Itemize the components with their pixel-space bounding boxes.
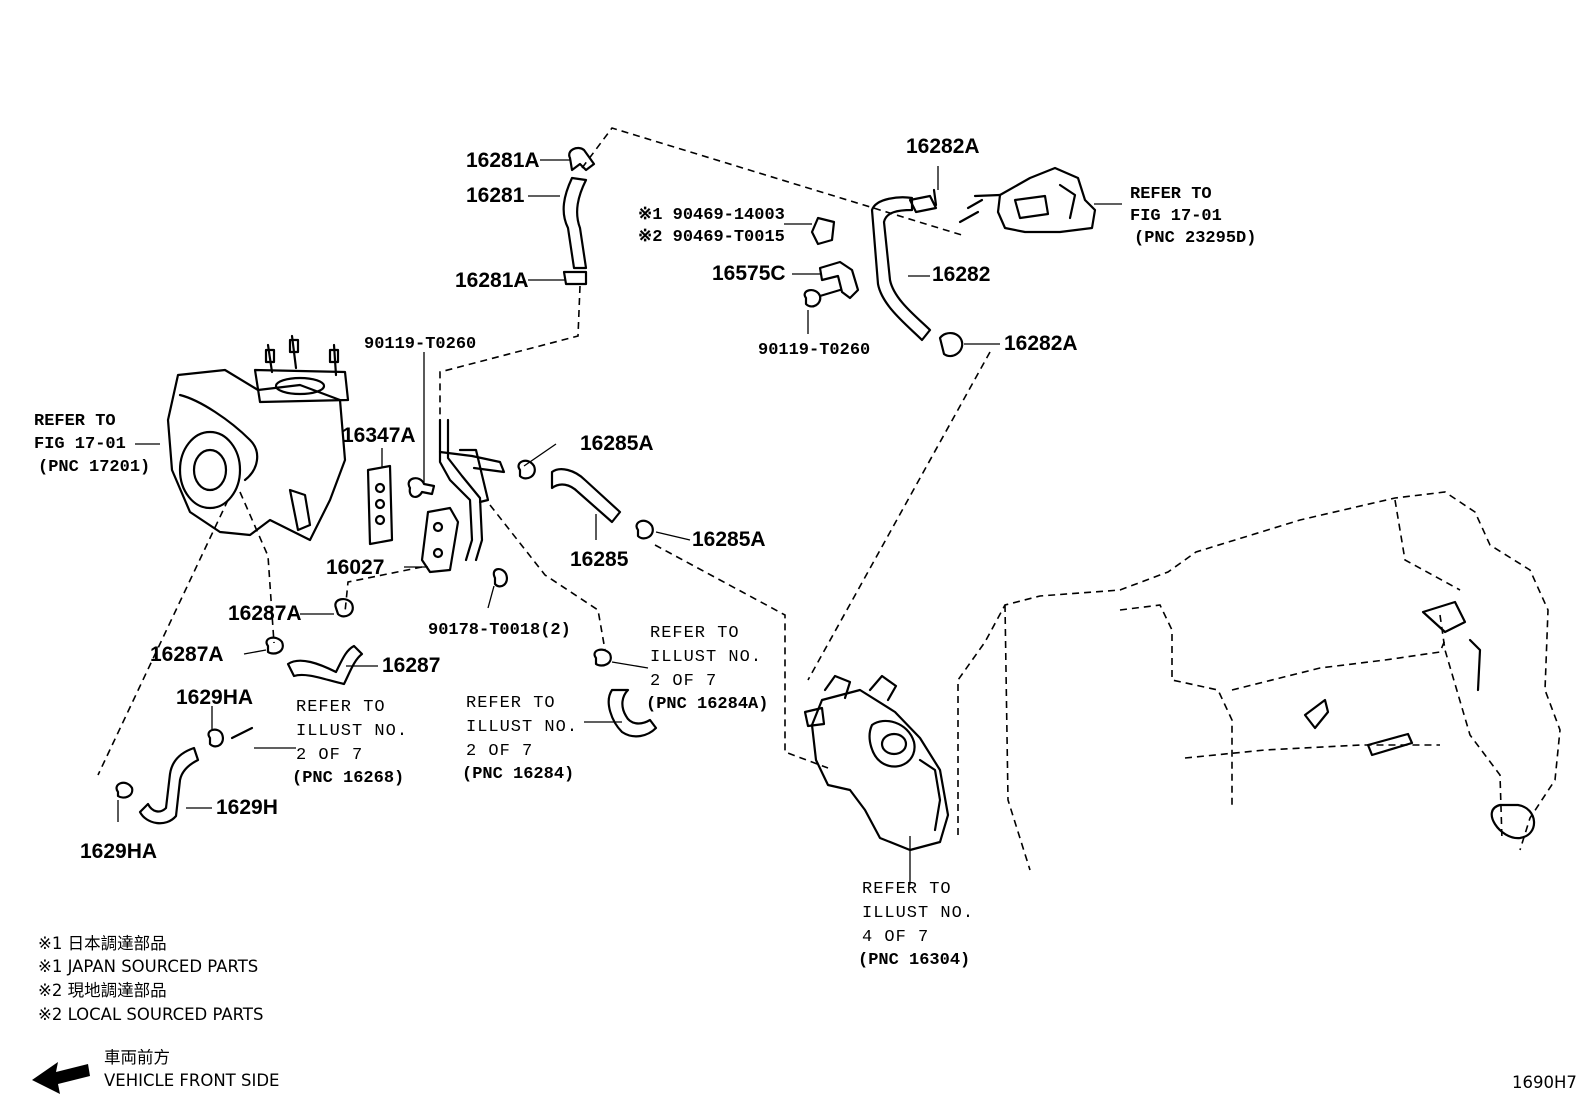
- refer-fig17-right: REFER TO FIG 17-01 (PNC 23295D): [1130, 185, 1256, 248]
- pipe-assembly-16027: [407, 418, 506, 574]
- label-16285a-bottom: 16285A: [692, 528, 766, 551]
- label-90178-t0018: 90178-T0018(2): [428, 621, 571, 640]
- hose-1629h: [115, 726, 254, 825]
- label-16287a-bottom: 16287A: [150, 643, 224, 666]
- ref-line-1: REFER TO: [466, 694, 556, 713]
- refer-illust-16284: REFER TO ILLUST NO. 2 OF 7 (PNC 16284): [462, 694, 578, 784]
- label-16285a-top: 16285A: [580, 432, 654, 455]
- hose-16285: [517, 459, 654, 540]
- refer-illust-16304: REFER TO ILLUST NO. 4 OF 7 (PNC 16304): [858, 880, 974, 970]
- label-16287a-top: 16287A: [228, 602, 302, 625]
- label-16347a: 16347A: [342, 424, 416, 447]
- note-local-en: ※2 LOCAL SOURCED PARTS: [38, 1005, 263, 1024]
- ref-line-1: REFER TO: [296, 698, 386, 717]
- ref-line-3: 2 OF 7: [466, 742, 533, 761]
- label-90119-t0260-left: 90119-T0260: [364, 335, 476, 354]
- ref-line-3: 4 OF 7: [862, 928, 929, 947]
- front-label-jp: 車両前方: [104, 1048, 170, 1067]
- ref-line-1: REFER TO: [1130, 185, 1212, 204]
- label-16287: 16287: [382, 654, 440, 677]
- ref-line-2: ILLUST NO.: [466, 718, 578, 737]
- label-1629ha-bottom: 1629HA: [80, 840, 157, 863]
- hose-16282: [870, 188, 964, 358]
- ref-line-4: (PNC 16284): [462, 765, 574, 784]
- front-direction-arrow-icon: [32, 1062, 90, 1094]
- ref-line-3: (PNC 23295D): [1134, 229, 1256, 248]
- ref-line-2: ILLUST NO.: [650, 648, 762, 667]
- legend-notes: ※1 日本調達部品 ※1 JAPAN SOURCED PARTS ※2 現地調達…: [38, 934, 263, 1024]
- gasket-16347a: [366, 464, 394, 546]
- ref-line-2: FIG 17-01: [34, 435, 126, 454]
- ref-line-1: REFER TO: [862, 880, 952, 899]
- ref-line-4: (PNC 16268): [292, 769, 404, 788]
- ref-line-3: 2 OF 7: [650, 672, 717, 691]
- ref-line-4: (PNC 16284A): [646, 695, 768, 714]
- water-pump-housing: [803, 674, 950, 885]
- valve-assembly: [958, 166, 1097, 234]
- ref-line-3: 2 OF 7: [296, 746, 363, 765]
- ref-line-2: FIG 17-01: [1130, 207, 1222, 226]
- diagram-id: 1690H7: [1512, 1073, 1577, 1092]
- label-90469-14003: ※1 90469-14003: [638, 206, 785, 225]
- front-label-en: VEHICLE FRONT SIDE: [104, 1071, 279, 1090]
- label-1629ha-top: 1629HA: [176, 686, 253, 709]
- note-local-jp: ※2 現地調達部品: [38, 981, 167, 1000]
- ref-line-1: REFER TO: [34, 412, 116, 431]
- label-16282a-top: 16282A: [906, 135, 980, 158]
- routing-lines: [97, 127, 991, 776]
- part-labels: 16281A 16281 16281A ※1 90469-14003 ※2 90…: [80, 135, 1078, 863]
- note-japan-en: ※1 JAPAN SOURCED PARTS: [38, 957, 258, 976]
- ref-line-2: ILLUST NO.: [296, 722, 408, 741]
- hose-16284: [593, 648, 658, 738]
- label-16282a-bottom: 16282A: [1004, 332, 1078, 355]
- note-japan-jp: ※1 日本調達部品: [38, 934, 167, 953]
- refer-illust-16284a: REFER TO ILLUST NO. 2 OF 7 (PNC 16284A): [646, 624, 768, 714]
- ref-line-4: (PNC 16304): [858, 951, 970, 970]
- label-16281a-top: 16281A: [466, 149, 540, 172]
- label-16575c: 16575C: [712, 262, 786, 285]
- hose-16281: [562, 146, 596, 286]
- ref-line-3: (PNC 17201): [38, 458, 150, 477]
- front-direction: 車両前方 VEHICLE FRONT SIDE: [32, 1048, 279, 1094]
- engine-block: [957, 491, 1561, 871]
- clip-90178: [492, 568, 508, 588]
- label-90119-t0260-right: 90119-T0260: [758, 341, 870, 360]
- ref-line-1: REFER TO: [650, 624, 740, 643]
- label-16281: 16281: [466, 184, 525, 207]
- label-16281a-bottom: 16281A: [455, 269, 529, 292]
- refer-fig17-left: REFER TO FIG 17-01 (PNC 17201): [34, 412, 150, 477]
- label-90469-t0015: ※2 90469-T0015: [638, 228, 785, 247]
- label-16285: 16285: [570, 548, 629, 571]
- leader-lines: [117, 159, 1122, 822]
- turbo-housing: [166, 334, 350, 542]
- ref-line-2: ILLUST NO.: [862, 904, 974, 923]
- label-16027: 16027: [326, 556, 384, 579]
- label-16282: 16282: [932, 263, 990, 286]
- bracket-16575c: [803, 216, 860, 308]
- hose-16287: [265, 598, 364, 686]
- label-1629h: 1629H: [216, 796, 278, 819]
- refer-illust-16268: REFER TO ILLUST NO. 2 OF 7 (PNC 16268): [292, 698, 408, 788]
